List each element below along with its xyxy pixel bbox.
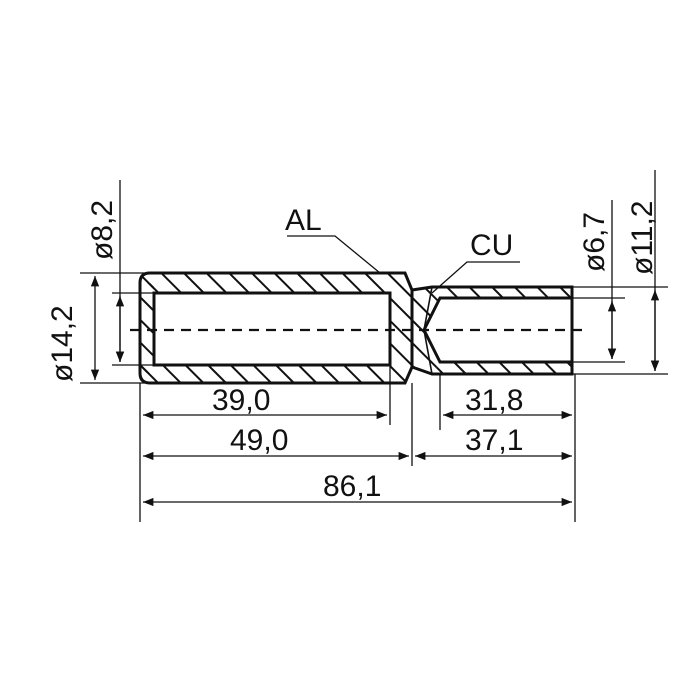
al-outline	[138, 271, 414, 385]
material-labels: AL CU	[285, 204, 520, 294]
dim-al-inner: ø8,2	[86, 200, 119, 260]
al-top-wall	[140, 273, 412, 293]
cu-leader-line	[431, 261, 520, 294]
dim-cu-section: 37,1	[465, 424, 523, 457]
aluminium-sleeve	[138, 271, 414, 385]
label-cu: CU	[470, 229, 513, 262]
al-bore-outline	[152, 291, 392, 367]
left-diameter-dimensions: ø14,2 ø8,2	[46, 180, 154, 384]
dim-al-bore: 39,0	[212, 384, 270, 417]
dim-al-section: 49,0	[230, 424, 288, 457]
length-dimensions: 39,0 49,0 31,8 37,1 86,1	[139, 367, 576, 522]
right-diameter-dimensions: ø6,7 ø11,2	[572, 170, 668, 375]
cu-bore-outline	[422, 296, 572, 364]
dim-overall: 86,1	[323, 470, 381, 503]
al-leader-line	[287, 235, 381, 274]
dim-cu-inner: ø6,7	[578, 212, 611, 272]
al-bottom-wall	[140, 365, 412, 383]
dim-al-outer: ø14,2	[46, 305, 79, 382]
al-solid-junction	[390, 290, 412, 367]
dim-cu-bore: 31,8	[465, 384, 523, 417]
dim-cu-outer: ø11,2	[626, 201, 659, 276]
cu-top-wall	[432, 287, 572, 298]
label-al: AL	[285, 204, 322, 237]
copper-pin	[411, 285, 574, 376]
cu-bottom-wall	[432, 362, 572, 374]
al-left-wall	[140, 283, 154, 373]
